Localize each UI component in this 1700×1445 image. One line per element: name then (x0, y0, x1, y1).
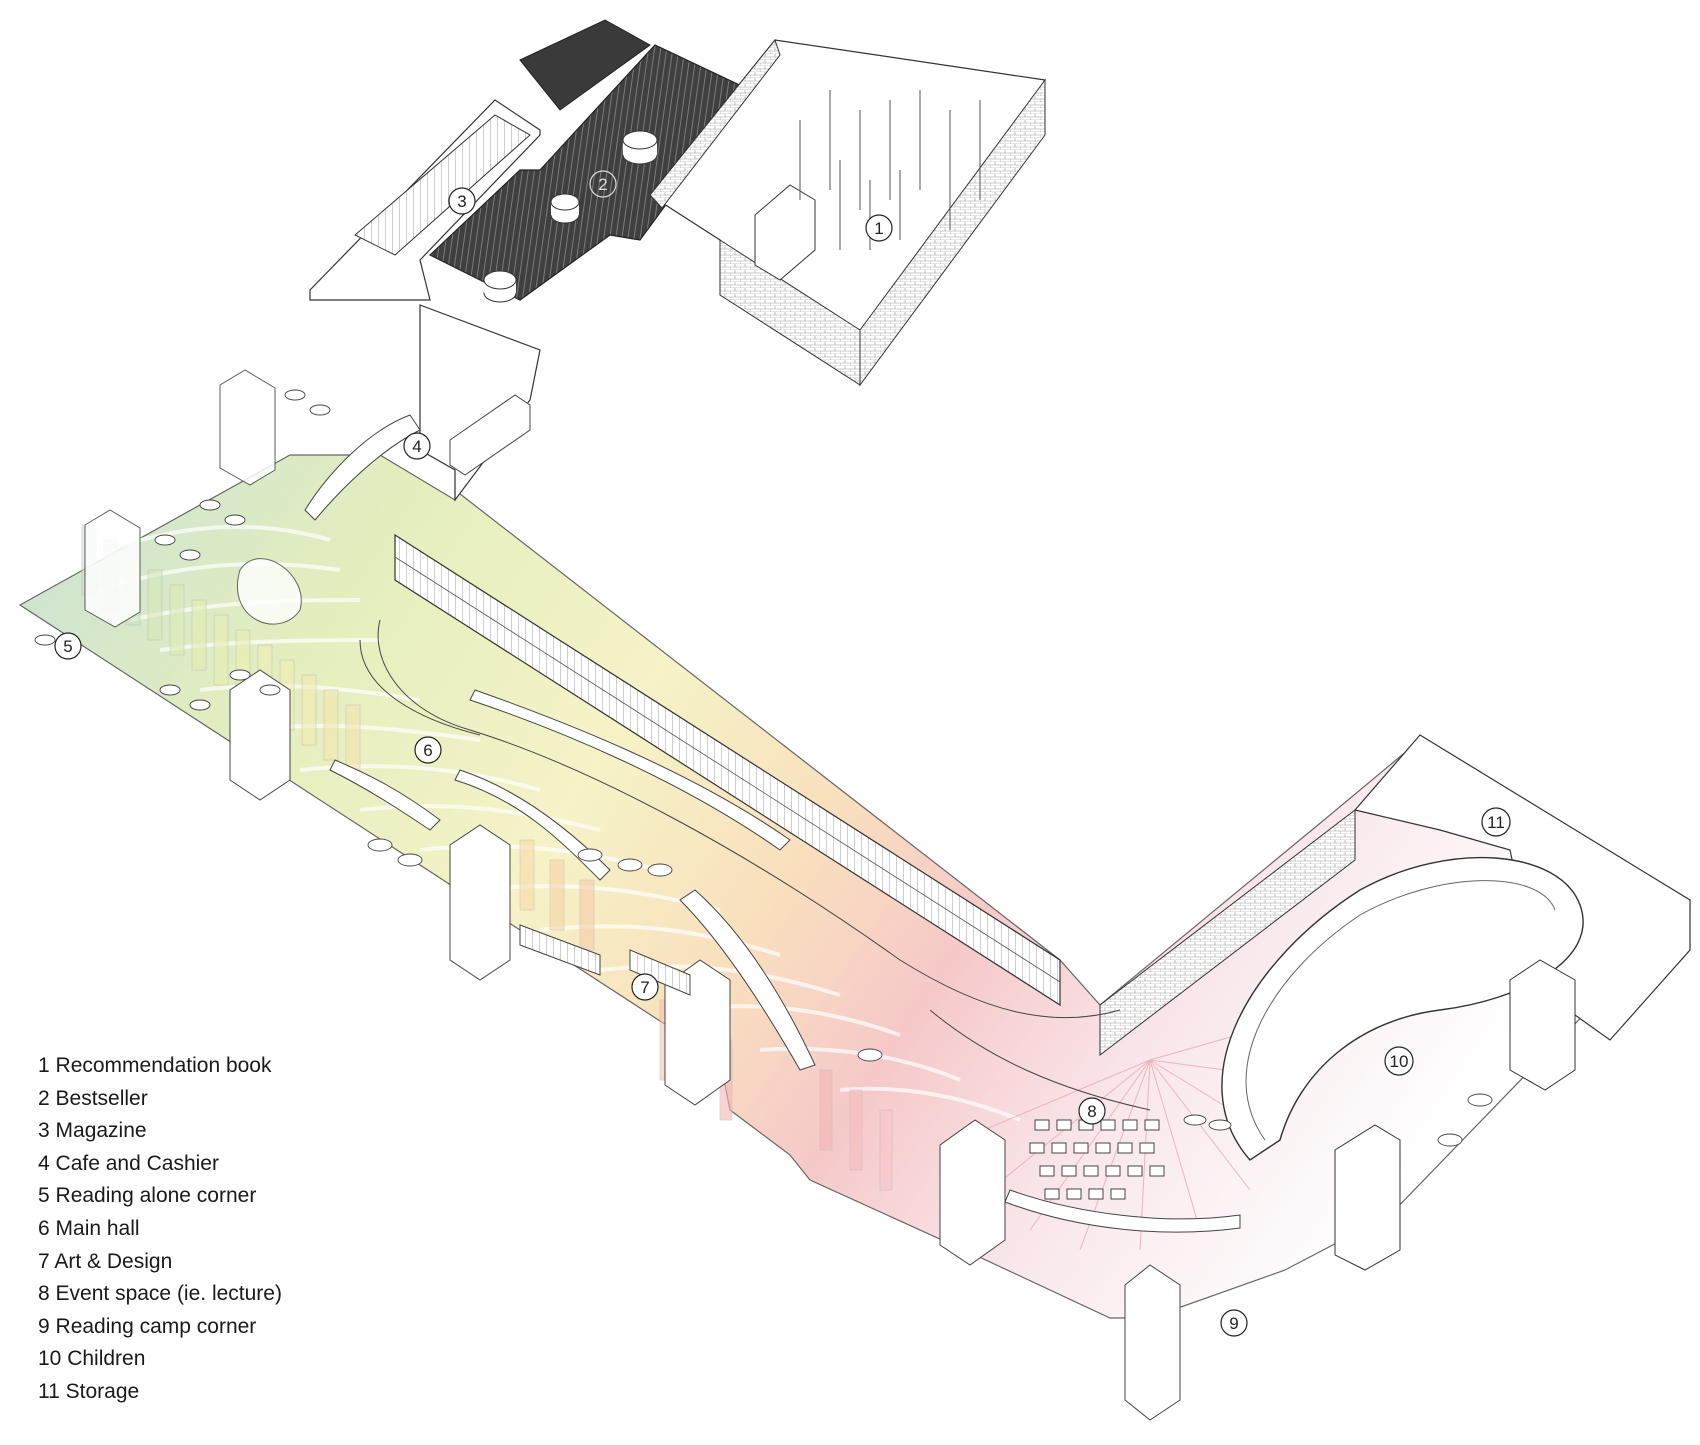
bookshelf-art-2 (629, 949, 691, 996)
box-art-design (664, 959, 731, 1106)
brick-wall-right (1099, 808, 1356, 1057)
svg-text:11: 11 (1487, 813, 1505, 832)
marker-4: 4 (403, 432, 431, 460)
marker-6: 6 (414, 736, 442, 764)
svg-text:7: 7 (640, 978, 649, 997)
legend-item: 1 Recommendation book (38, 1050, 282, 1083)
svg-text:10: 10 (1390, 1052, 1409, 1071)
legend-label: Reading alone corner (55, 1184, 257, 1208)
room-1-side-wall (859, 78, 1046, 387)
box-mid-2 (449, 824, 511, 981)
legend-item: 9 Reading camp corner (38, 1311, 282, 1344)
bookshelf-art (519, 924, 601, 976)
main-hall-curve-2 (359, 639, 481, 736)
marker-5: 5 (54, 632, 82, 660)
box-camp (1124, 1264, 1181, 1421)
interior-furniture (84, 369, 1241, 1421)
legend-label: Art & Design (54, 1249, 173, 1273)
marker-7: 7 (631, 973, 659, 1001)
svg-text:6: 6 (423, 741, 432, 760)
marker-9: 9 (1220, 1309, 1248, 1337)
marker-3: 3 (448, 187, 476, 215)
legend-label: Cafe and Cashier (55, 1151, 219, 1175)
main-bookshelf-wall (394, 533, 1061, 1007)
cafe-tables (34, 389, 1493, 1147)
legend-label: Recommendation book (55, 1054, 272, 1077)
zone-markers: 1 2 3 4 5 6 7 8 (54, 170, 1511, 1337)
legend-label: Children (67, 1347, 146, 1371)
upper-wing (309, 19, 1046, 502)
svg-text:8: 8 (1087, 1102, 1096, 1121)
main-hall-bench-1 (329, 759, 441, 831)
art-design-curve (679, 889, 816, 1071)
legend-item: 3 Magazine (38, 1115, 282, 1148)
legend-number: 11 (38, 1379, 60, 1403)
svg-text:2: 2 (598, 175, 607, 194)
event-chairs (1029, 1119, 1165, 1200)
legend-number: 7 (38, 1249, 50, 1273)
legend-item: 5 Reading alone corner (38, 1180, 282, 1213)
legend-item: 10 Children (38, 1343, 282, 1376)
right-wing (1099, 734, 1691, 1271)
marker-8: 8 (1078, 1097, 1106, 1125)
legend-label: Bestseller (55, 1086, 148, 1110)
legend-item: 4 Cafe and Cashier (38, 1148, 282, 1181)
box-left-2 (219, 369, 276, 486)
legend-number: 9 (38, 1314, 50, 1338)
legend-number: 4 (38, 1151, 50, 1175)
legend-label: Main hall (55, 1216, 140, 1240)
svg-text:1: 1 (874, 219, 883, 238)
legend-item: 2 Bestseller (38, 1083, 282, 1116)
legend-number: 6 (38, 1216, 50, 1240)
legend-number: 2 (38, 1086, 50, 1110)
main-hall-bench-2 (454, 769, 611, 881)
box-event (939, 1119, 1006, 1266)
legend-item: 11 Storage (38, 1376, 282, 1409)
legend-label: Magazine (55, 1119, 147, 1143)
room-1-display-box (754, 184, 816, 281)
legend-number: 1 (38, 1054, 50, 1077)
legend-label: Event space (ie. lecture) (55, 1282, 282, 1306)
main-hall-bench-3 (469, 689, 791, 851)
legend-number: 8 (38, 1282, 50, 1306)
main-hall-curve-1 (377, 619, 1121, 1019)
box-right-2 (1334, 1124, 1401, 1271)
marker-10: 10 (1384, 1046, 1414, 1076)
legend-item: 6 Main hall (38, 1213, 282, 1246)
cafe-bar (449, 394, 531, 476)
svg-text:5: 5 (63, 637, 72, 656)
legend-label: Storage (65, 1379, 140, 1403)
legend-number: 10 (38, 1347, 62, 1371)
box-mid-1 (229, 669, 291, 801)
svg-text:9: 9 (1229, 1314, 1238, 1333)
legend-number: 3 (38, 1119, 50, 1143)
cafe-counter (304, 414, 421, 521)
legend-item: 7 Art & Design (38, 1246, 282, 1279)
room-1-back-wall (649, 38, 781, 209)
legend-item: 8 Event space (ie. lecture) (38, 1278, 282, 1311)
children-inner-ring (1245, 880, 1556, 1141)
marker-11: 11 (1481, 807, 1511, 837)
box-right-1 (1509, 959, 1576, 1091)
round-tables-room-2 (483, 130, 658, 303)
legend-number: 5 (38, 1184, 50, 1208)
event-curve (929, 1009, 1151, 1111)
reading-island (237, 558, 302, 625)
room-2-top-block (519, 19, 651, 111)
room-3-shelves (354, 114, 531, 256)
marker-2: 2 (589, 170, 617, 198)
zone-legend: 1 Recommendation book 2 Bestseller 3 Mag… (38, 1050, 282, 1409)
svg-text:3: 3 (457, 192, 466, 211)
box-left-1 (84, 509, 141, 628)
event-bench (1004, 1189, 1241, 1233)
legend-label: Reading camp corner (55, 1314, 257, 1338)
children-curved-shelf (1221, 857, 1584, 1161)
marker-1: 1 (865, 214, 893, 242)
hanging-displays-room-1 (799, 90, 981, 250)
svg-text:4: 4 (412, 437, 421, 456)
